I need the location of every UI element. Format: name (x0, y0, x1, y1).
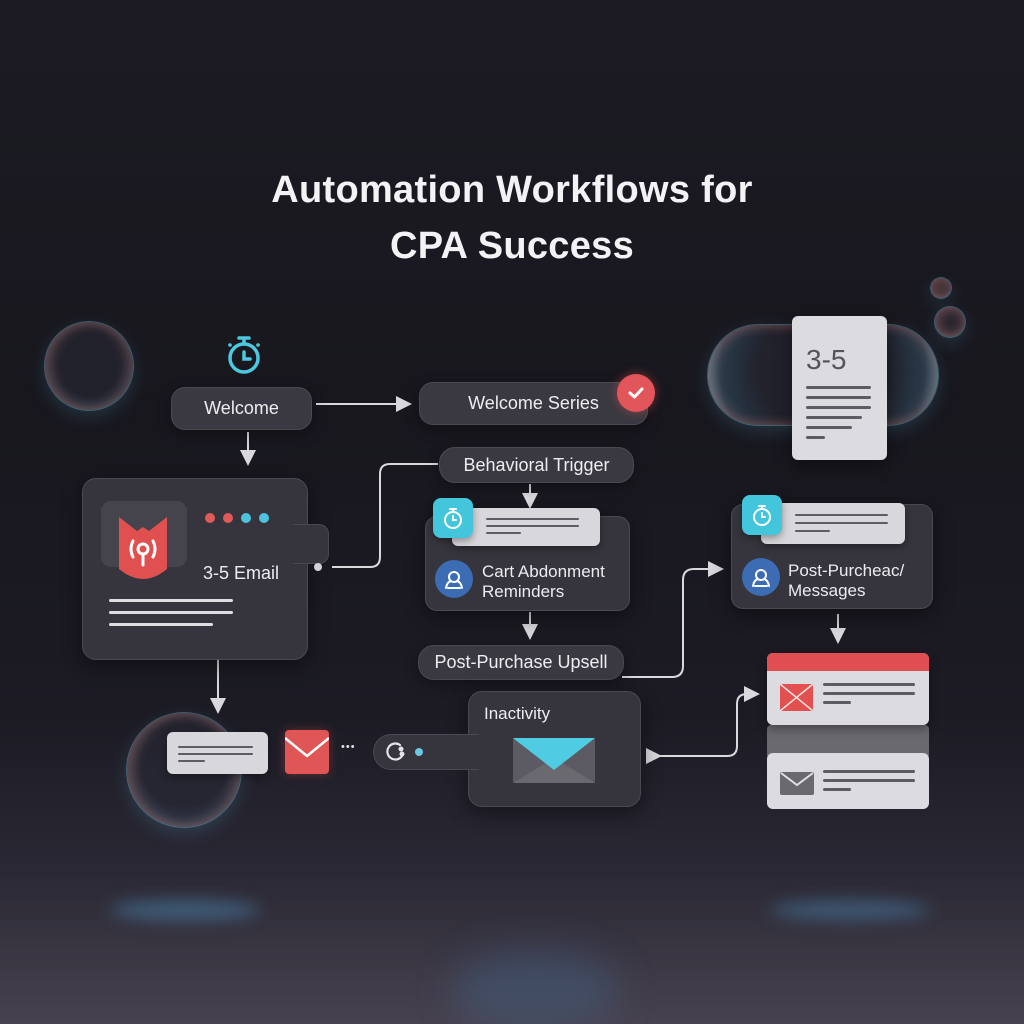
user-icon (435, 560, 473, 598)
node-cart-label-line2: Reminders (482, 582, 565, 601)
text-line (109, 611, 233, 614)
text-line (823, 683, 915, 686)
node-behavioral-trigger[interactable]: Behavioral Trigger (439, 447, 634, 483)
text-line (823, 779, 915, 782)
status-dot (223, 513, 233, 523)
status-dot (205, 513, 215, 523)
node-inactivity-label: Inactivity (484, 704, 551, 723)
title-line-2: CPA Success (389, 225, 635, 267)
node-welcome-series-label: Welcome Series (468, 393, 599, 413)
text-line (806, 426, 852, 429)
document-label: 3-5 (806, 344, 847, 375)
status-dot (259, 513, 269, 523)
cart-preview-bar (452, 508, 600, 546)
stopwatch-badge-icon (433, 498, 473, 538)
text-line (823, 701, 851, 704)
email-stack[interactable] (767, 653, 929, 809)
envelope-x-icon (779, 683, 814, 712)
text-line (823, 770, 915, 773)
shield-broadcast-icon (115, 513, 171, 583)
title-line-1: Automation Workflows for (271, 169, 753, 211)
envelope-icon (513, 738, 595, 783)
refresh-icon (385, 741, 407, 763)
document-icon[interactable]: 3-5 (792, 316, 887, 460)
user-icon (742, 558, 780, 596)
node-behavioral-trigger-label: Behavioral Trigger (463, 454, 610, 475)
node-welcome[interactable]: Welcome (171, 387, 312, 430)
ambient-glow-center (450, 950, 620, 1024)
status-dots (205, 513, 269, 523)
node-messages-label-line2: Messages (788, 581, 866, 600)
status-dot (415, 748, 423, 756)
text-line (486, 518, 579, 520)
text-line (109, 599, 233, 602)
email-card-tab (293, 524, 329, 564)
envelope-icon[interactable] (284, 730, 330, 774)
text-line (109, 623, 213, 626)
text-line (806, 386, 871, 389)
ellipsis-icon: ••• (341, 741, 356, 753)
check-icon (617, 374, 655, 412)
text-line (178, 746, 253, 748)
text-line (795, 514, 888, 516)
ambient-glow-left (110, 900, 260, 920)
text-line (795, 522, 888, 524)
text-line (806, 416, 862, 419)
node-inactivity[interactable]: Inactivity (468, 691, 641, 807)
text-line (486, 525, 579, 527)
email-stack-top (767, 653, 929, 725)
messages-preview-bar (761, 503, 905, 544)
email-stack-header (767, 653, 929, 671)
node-welcome-series[interactable]: Welcome Series (419, 382, 648, 425)
node-email-card[interactable]: 3-5 Email (82, 478, 329, 660)
text-line (178, 753, 253, 755)
bubble-left (45, 322, 133, 410)
text-line (795, 530, 830, 532)
page-title: Automation Workflows for CPA Success (0, 162, 1024, 274)
text-line (178, 760, 205, 762)
text-line (823, 692, 915, 695)
connector-dot (314, 563, 322, 571)
stopwatch-badge-icon (742, 495, 782, 535)
text-line (823, 788, 851, 791)
email-stack-bottom (767, 753, 929, 809)
text-line (806, 406, 871, 409)
node-welcome-label: Welcome (204, 398, 279, 418)
inactivity-connector-pill (373, 734, 479, 770)
ambient-glow-right (770, 900, 930, 920)
bubble-small-right (935, 307, 965, 337)
bottom-left-preview (167, 732, 268, 774)
node-upsell-label: Post-Purchase Upsell (434, 652, 608, 672)
node-messages-label-line1: Post-Purcheac/ (788, 561, 905, 580)
bubble-small-top-right (931, 278, 951, 298)
node-post-purchase-upsell[interactable]: Post-Purchase Upsell (418, 645, 624, 680)
envelope-icon (780, 772, 814, 795)
text-line (486, 532, 521, 534)
node-cart-label-line1: Cart Abdonment (482, 562, 605, 581)
node-email-card-label: 3-5 Email (203, 563, 280, 583)
text-line (806, 396, 871, 399)
status-dot (241, 513, 251, 523)
text-line (806, 436, 825, 439)
stopwatch-icon (221, 332, 267, 378)
